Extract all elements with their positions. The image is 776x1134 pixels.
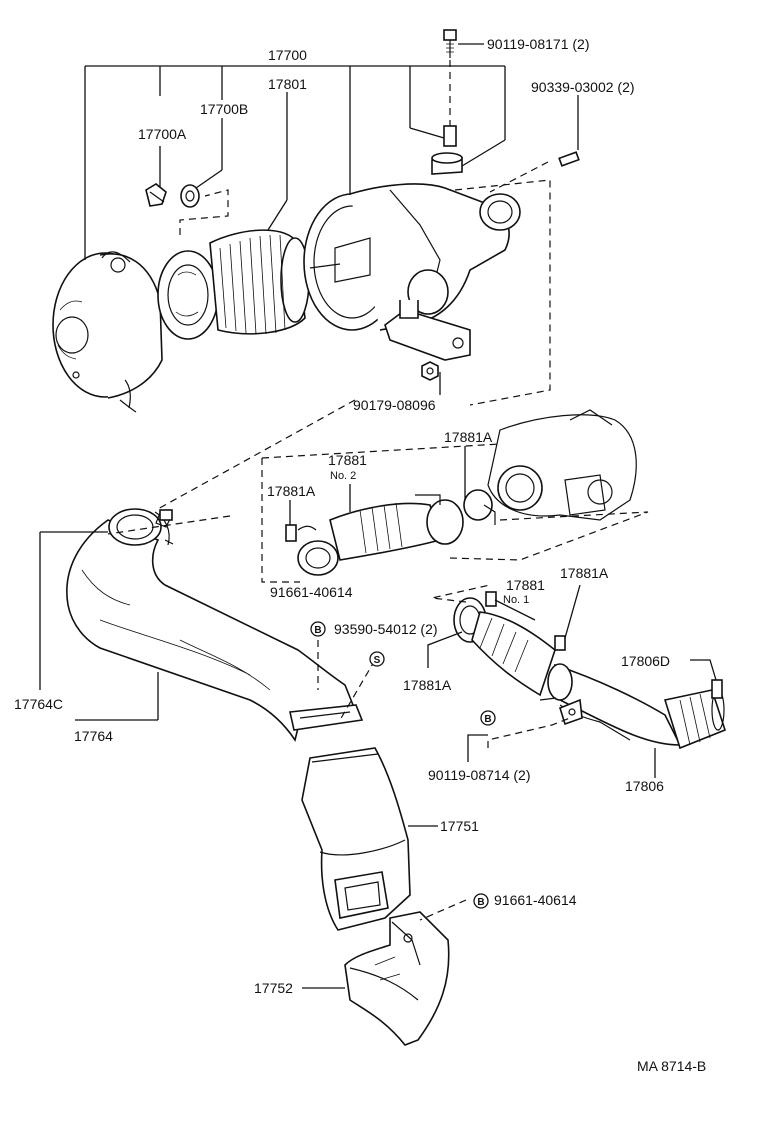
shield-17752	[302, 911, 450, 1046]
air-cleaner-gasket	[157, 250, 219, 340]
label-17881A-right: 17881A	[560, 565, 609, 581]
label-91661-40614-b: 91661-40614	[494, 892, 577, 908]
badge-bolt-b2: B	[480, 710, 496, 726]
label-17881-no2: 17881	[328, 452, 367, 468]
bolt-90119-08171	[443, 29, 457, 58]
leader-lines-top	[84, 43, 579, 511]
label-17881-no1: 17881	[506, 577, 545, 593]
label-90339-03002: 90339-03002 (2)	[531, 79, 635, 95]
label-17700: 17700	[268, 47, 307, 63]
badge-seal-s1: S	[369, 651, 385, 667]
label-17881A-top: 17881A	[444, 429, 493, 445]
label-91661-40614-a: 91661-40614	[270, 584, 353, 600]
label-17752: 17752	[254, 980, 293, 996]
cushion	[431, 152, 463, 175]
leader-lines-middle	[39, 443, 649, 721]
label-90179-08096: 90179-08096	[353, 397, 436, 413]
leader-lines-right	[419, 584, 717, 921]
hose-17881-no2	[285, 489, 496, 576]
nut-90179-08096	[421, 361, 439, 381]
air-filter-element-17801	[209, 229, 310, 335]
intake-duct-17764	[66, 508, 364, 742]
badge-bolt-b3: B	[473, 893, 489, 909]
label-90119-08171: 90119-08171 (2)	[487, 36, 589, 52]
hose-17881-no1	[453, 591, 566, 697]
label-17700A: 17700A	[138, 126, 187, 142]
label-17806D: 17806D	[621, 653, 670, 669]
label-17881-no1-sub: No. 1	[503, 594, 529, 606]
label-17881A-mid: 17881A	[403, 677, 452, 693]
label-17764: 17764	[74, 728, 113, 744]
svg-text:B: B	[477, 897, 484, 908]
label-17881A-left: 17881A	[267, 483, 316, 499]
badge-bolt-b1: B	[310, 621, 326, 637]
svg-text:S: S	[374, 655, 381, 666]
svg-text:B: B	[314, 625, 321, 636]
label-93590-54012: 93590-54012 (2)	[334, 621, 438, 637]
air-cleaner-case	[303, 183, 521, 361]
reference-code: MA 8714-B	[637, 1058, 706, 1074]
turbocharger	[487, 409, 637, 521]
bolt-90339-03002	[558, 151, 580, 167]
label-17881-no2-sub: No. 2	[330, 470, 356, 482]
collar	[443, 125, 457, 147]
svg-text:B: B	[484, 714, 491, 725]
clamp-17700A	[145, 183, 167, 207]
label-17764C: 17764C	[14, 696, 63, 712]
duct-17751	[301, 747, 438, 931]
label-17751: 17751	[440, 818, 479, 834]
air-cleaner-cap-17700A	[52, 251, 163, 413]
label-17801: 17801	[268, 76, 307, 92]
clip-17700B	[180, 184, 200, 208]
label-17700B: 17700B	[200, 101, 248, 117]
intake-pipe-17806	[539, 663, 726, 750]
label-17806: 17806	[625, 778, 664, 794]
label-90119-08714: 90119-08714 (2)	[428, 767, 530, 783]
